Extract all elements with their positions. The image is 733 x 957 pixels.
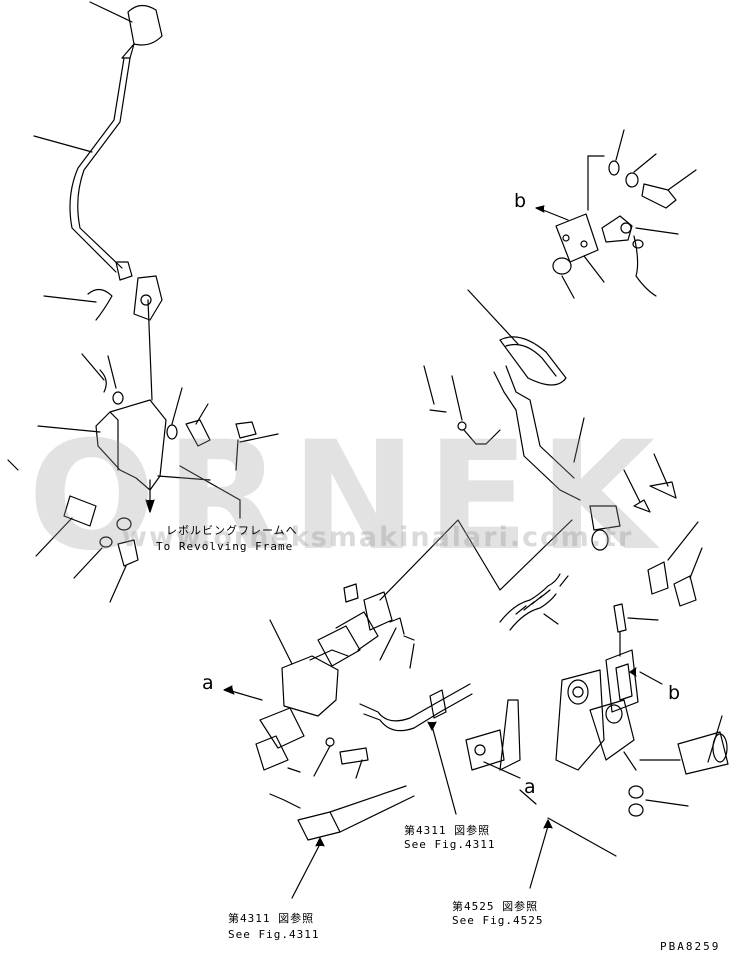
revolving-frame-label-jp: レボルビングフレームへ xyxy=(166,524,298,537)
leader-lines-hose xyxy=(291,721,457,899)
hose-pipe xyxy=(269,683,473,841)
ref-4311-upper-en: See Fig.4311 xyxy=(404,838,496,851)
valve-assembly xyxy=(255,583,415,771)
ref-4525-jp: 第4525 図参照 xyxy=(452,900,539,913)
arrow-b-top-label: b xyxy=(514,190,527,212)
ref-4311-lower-jp: 第4311 図参照 xyxy=(228,912,315,925)
ref-4311-lower-en: See Fig.4311 xyxy=(228,928,320,941)
lever-bracket xyxy=(63,299,257,567)
pedal-assembly xyxy=(429,336,697,607)
revolving-frame-label-en: To Revolving Frame xyxy=(156,540,294,553)
drawing-code: PBA8259 xyxy=(660,940,721,953)
lower-bracket xyxy=(465,603,729,817)
watermark-text: ORNEK xyxy=(28,410,666,584)
leader-lines-lower xyxy=(483,617,723,889)
leader-lines-lever xyxy=(33,1,133,303)
arrow-a-left-label: a xyxy=(202,672,214,694)
arrow-a-left xyxy=(223,685,263,701)
shift-lever xyxy=(69,4,163,321)
leader-lines-bracket xyxy=(7,353,279,603)
switch-assembly xyxy=(552,155,677,297)
ref-4311-upper-jp: 第4311 図参照 xyxy=(404,824,491,837)
leader-lines-switch xyxy=(535,129,697,299)
arrow-a-bottom-label: a xyxy=(524,776,536,798)
leader-lines-pedal xyxy=(423,289,703,579)
watermark-url: www.orneksmakinalari.com.tr xyxy=(122,522,634,553)
leader-lines-valve xyxy=(269,519,573,779)
ref-4525-en: See Fig.4525 xyxy=(452,914,544,927)
arrow-b-right-label: b xyxy=(668,682,681,704)
spring-rod xyxy=(499,573,569,631)
